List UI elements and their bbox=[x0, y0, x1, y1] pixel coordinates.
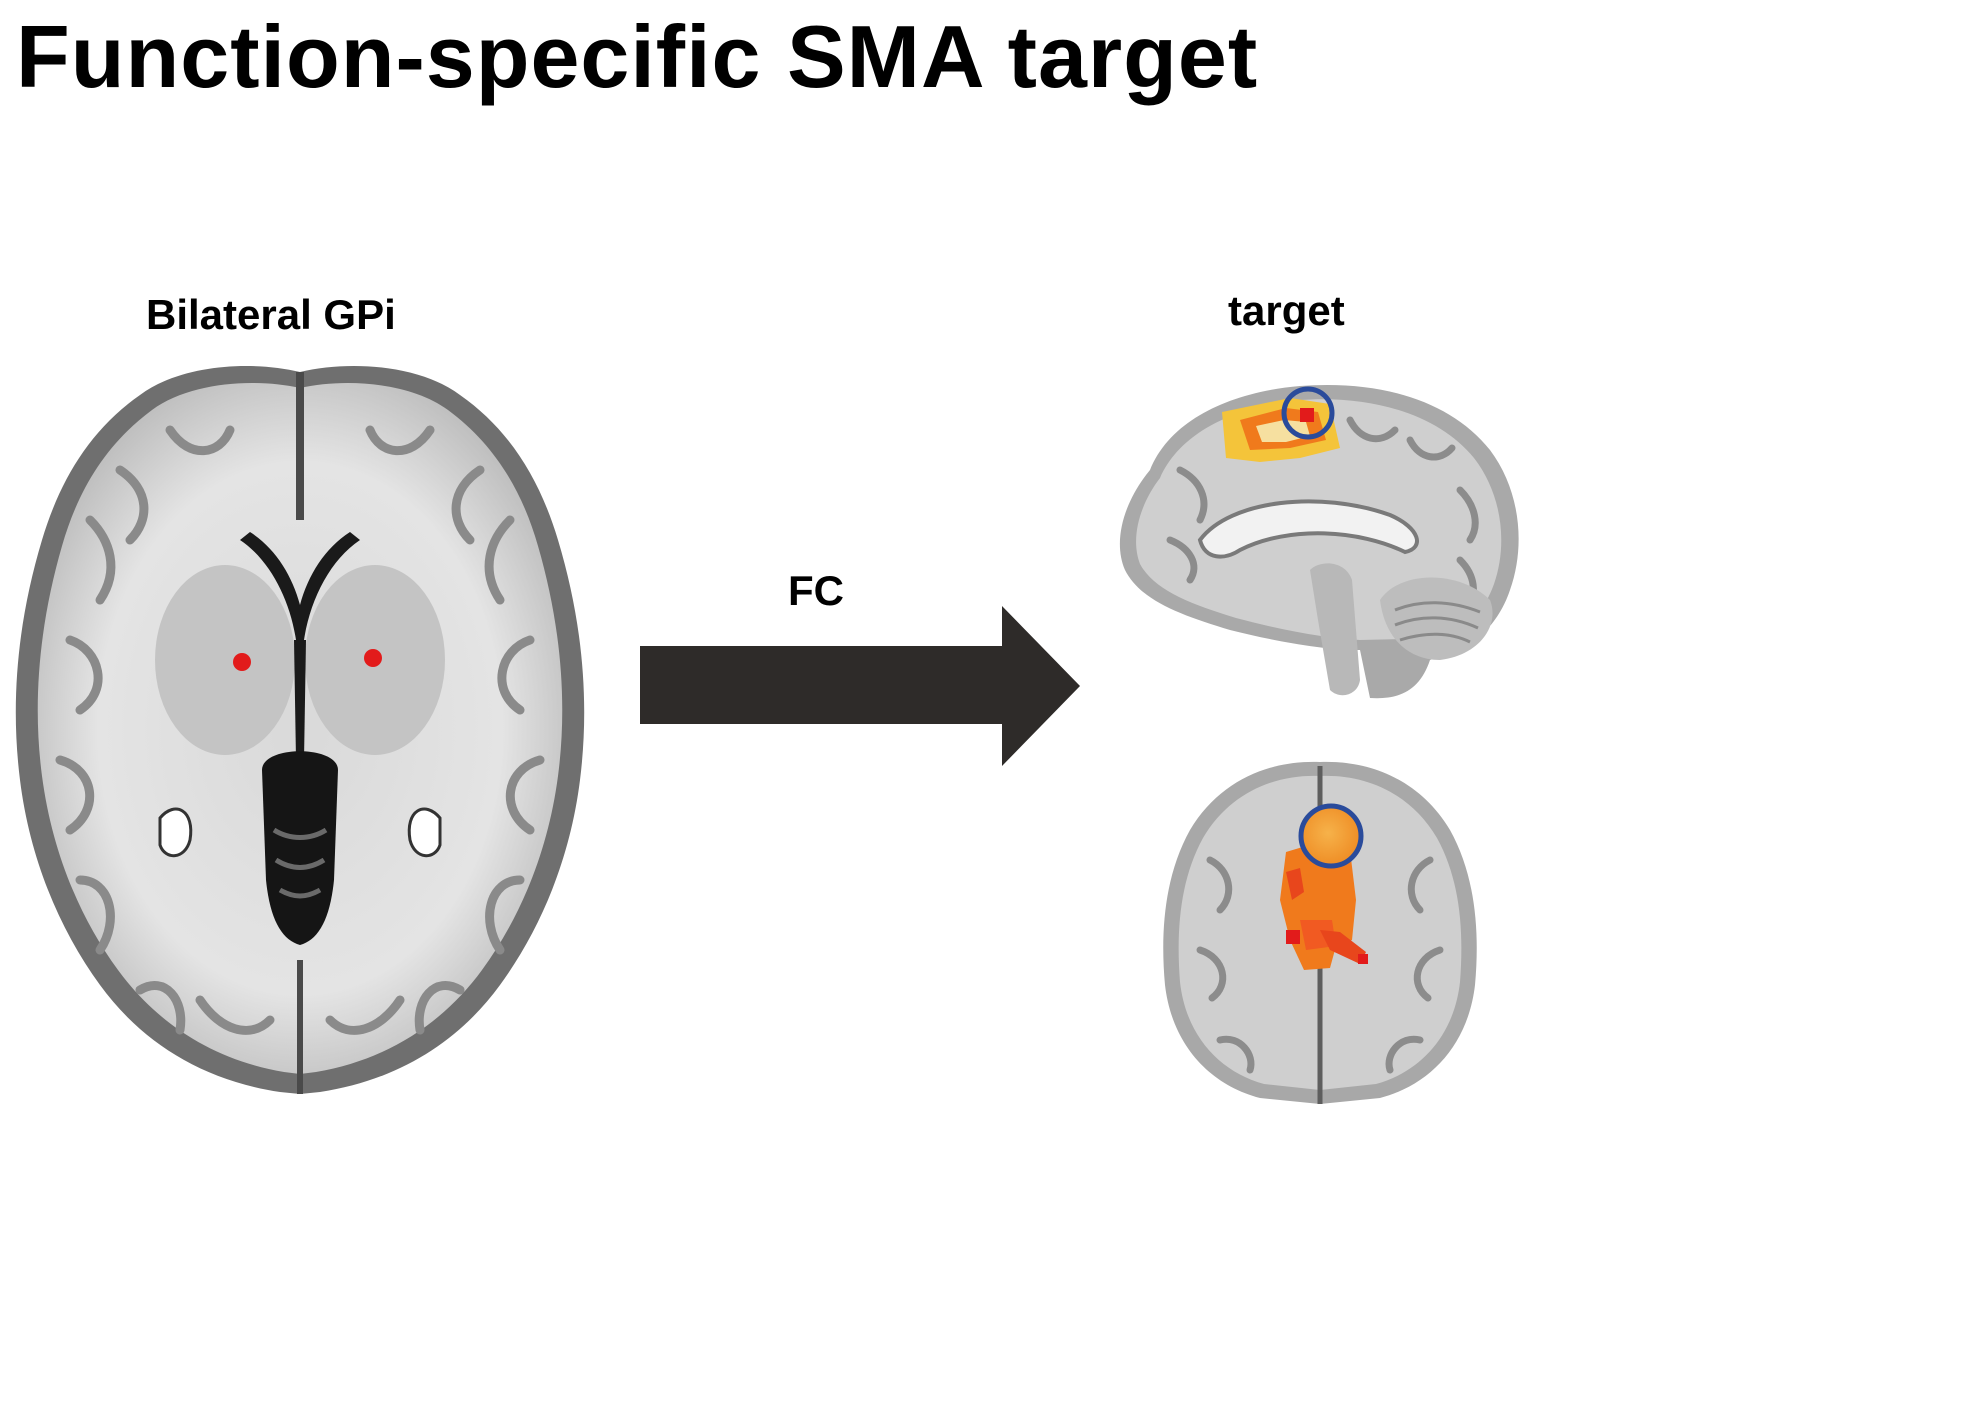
fc-label: FC bbox=[788, 567, 844, 614]
left-gpi-marker bbox=[233, 653, 251, 671]
seed-label: Bilateral GPi bbox=[146, 291, 396, 338]
target-label: target bbox=[1228, 287, 1345, 334]
figure-graphics bbox=[15, 365, 1519, 1104]
sagittal-target-ring bbox=[1281, 386, 1335, 440]
right-gpi-marker bbox=[364, 649, 382, 667]
axial-target-ring bbox=[1298, 803, 1364, 869]
figure-title: Function-specific SMA target bbox=[16, 7, 1259, 106]
sagittal-brain-slice bbox=[1119, 384, 1519, 699]
fc-arrow bbox=[640, 606, 1080, 766]
axial-target-slice bbox=[1163, 761, 1477, 1104]
axial-brain-slice bbox=[15, 365, 585, 1095]
